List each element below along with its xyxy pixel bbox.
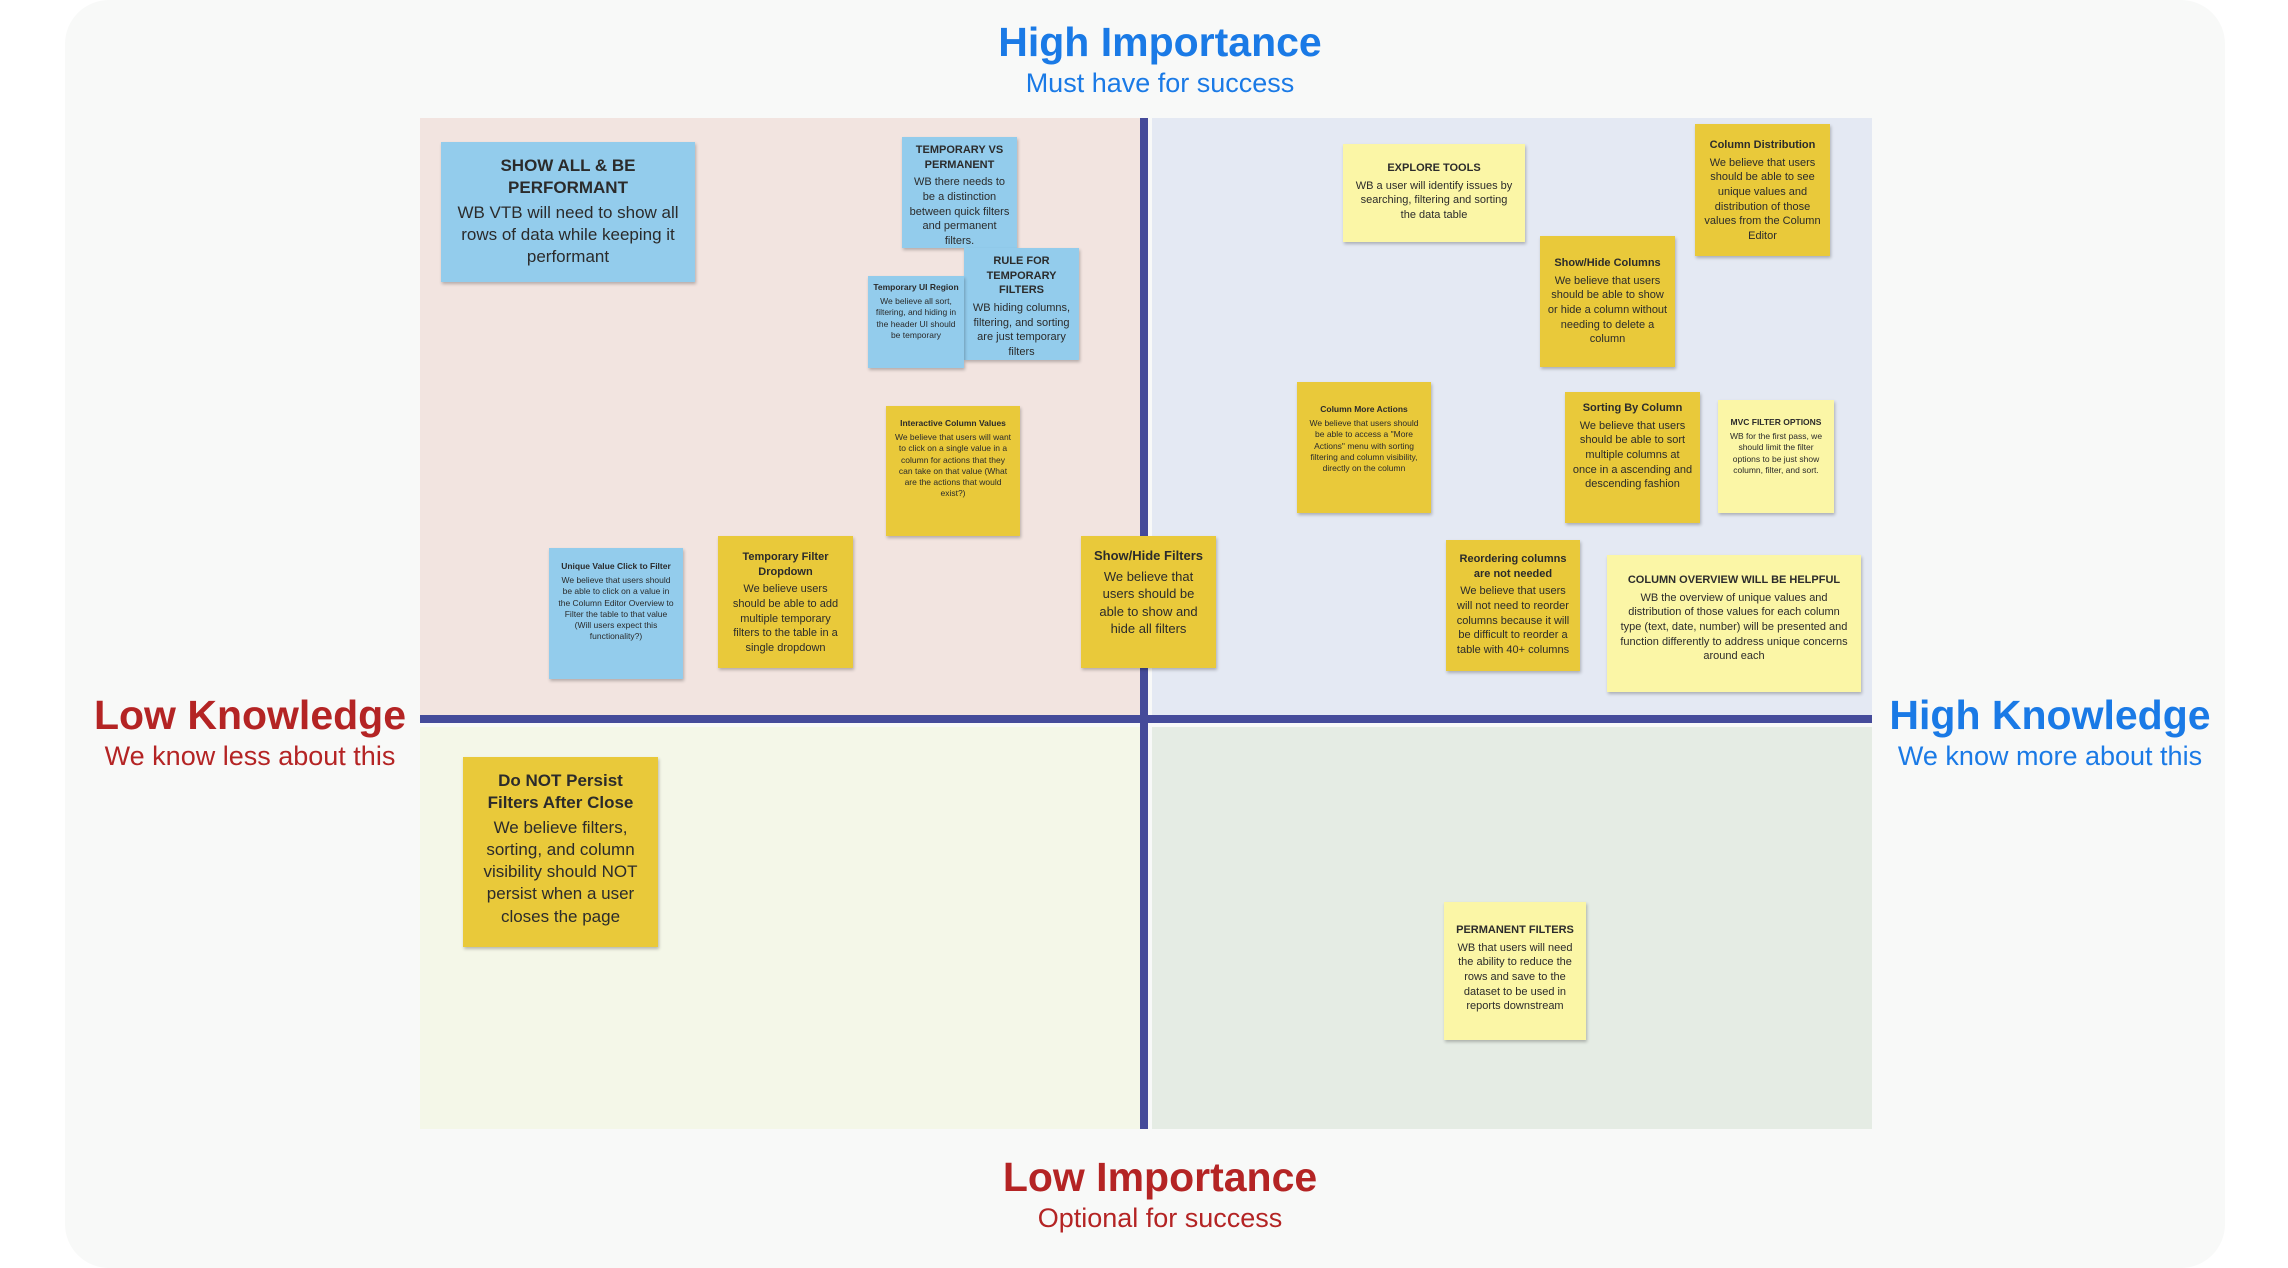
sticky-note-body: We believe all sort, filtering, and hidi… — [875, 296, 957, 340]
sticky-note-title: TEMPORARY VS PERMANENT — [915, 144, 1004, 171]
sticky-note-title: Column More Actions — [1320, 404, 1408, 414]
axis-top-label: High Importance Must have for success — [900, 19, 1420, 99]
sticky-note-body: WB a user will identify issues by search… — [1355, 179, 1513, 221]
sticky-note-title: Unique Value Click to Filter — [561, 561, 671, 571]
axis-bottom-title: Low Importance — [1002, 1154, 1318, 1200]
axis-left-subtitle: We know less about this — [104, 741, 396, 772]
axis-right-label: High Knowledge We know more about this — [1880, 692, 2220, 772]
sticky-note-title: Show/Hide Columns — [1554, 257, 1661, 269]
sticky-note-title: MVC FILTER OPTIONS — [1730, 417, 1822, 427]
sticky-note-mvc-filter-options[interactable]: MVC FILTER OPTIONS WB for the first pass… — [1718, 400, 1834, 513]
sticky-note-body: We believe users should be able to add m… — [732, 583, 839, 654]
sticky-note-rule-temporary-filters[interactable]: RULE FOR TEMPORARY FILTERS WB hiding col… — [964, 248, 1079, 360]
sticky-note-body: We believe that users will want to click… — [894, 432, 1012, 499]
axis-top-title: High Importance — [998, 19, 1322, 65]
sticky-note-permanent-filters[interactable]: PERMANENT FILTERS WB that users will nee… — [1444, 902, 1586, 1040]
axis-left-label: Low Knowledge We know less about this — [80, 692, 420, 772]
sticky-note-body: We believe that users should be able to … — [1547, 274, 1668, 346]
sticky-note-body: WB there needs to be a distinction betwe… — [909, 176, 1010, 247]
sticky-note-interactive-column-values[interactable]: Interactive Column Values We believe tha… — [886, 406, 1020, 536]
sticky-note-title: Temporary UI Region — [873, 282, 959, 292]
sticky-note-column-more-actions[interactable]: Column More Actions We believe that user… — [1297, 382, 1431, 513]
sticky-note-explore-tools[interactable]: EXPLORE TOOLS WB a user will identify is… — [1343, 144, 1525, 242]
sticky-note-body: We believe that users should be able to … — [1099, 568, 1198, 637]
sticky-note-body: WB hiding columns, filtering, and sortin… — [972, 301, 1071, 358]
sticky-note-body: We believe that users should be able to … — [1704, 156, 1821, 242]
sticky-note-temporary-filter-dropdown[interactable]: Temporary Filter Dropdown We believe use… — [718, 536, 853, 668]
sticky-note-title: Do NOT Persist Filters After Close — [487, 771, 634, 813]
sticky-note-body: WB VTB will need to show all rows of dat… — [457, 203, 679, 267]
sticky-note-title: Interactive Column Values — [900, 418, 1006, 428]
sticky-note-column-overview[interactable]: COLUMN OVERVIEW WILL BE HELPFUL WB the o… — [1607, 555, 1861, 692]
sticky-note-title: SHOW ALL & BE PERFORMANT — [500, 156, 636, 198]
sticky-note-unique-value-click-to-filter[interactable]: Unique Value Click to Filter We believe … — [549, 548, 683, 679]
sticky-note-column-distribution[interactable]: Column Distribution We believe that user… — [1695, 124, 1830, 256]
sticky-note-body: WB for the first pass, we should limit t… — [1729, 431, 1823, 475]
sticky-note-title: EXPLORE TOOLS — [1387, 162, 1481, 174]
sticky-note-body: We believe that users should be able to … — [1572, 419, 1693, 491]
sticky-note-title: PERMANENT FILTERS — [1456, 924, 1574, 936]
sticky-note-title: Reordering columns are not needed — [1459, 553, 1567, 580]
sticky-note-title: Show/Hide Filters — [1093, 548, 1204, 563]
axis-bottom-label: Low Importance Optional for success — [900, 1154, 1420, 1234]
sticky-note-title: COLUMN OVERVIEW WILL BE HELPFUL — [1627, 574, 1841, 586]
sticky-note-body: We believe filters, sorting, and column … — [483, 818, 638, 926]
axis-bottom-subtitle: Optional for success — [1037, 1203, 1283, 1234]
sticky-note-title: RULE FOR TEMPORARY FILTERS — [986, 255, 1057, 297]
sticky-note-body: We believe that users will not need to r… — [1456, 585, 1570, 656]
sticky-note-title: Sorting By Column — [1582, 402, 1683, 414]
sticky-note-show-hide-filters[interactable]: Show/Hide Filters We believe that users … — [1081, 536, 1216, 668]
sticky-note-body: We believe that users should be able to … — [1309, 418, 1419, 474]
sticky-note-show-all[interactable]: SHOW ALL & BE PERFORMANT WB VTB will nee… — [441, 142, 695, 282]
sticky-note-body: WB that users will need the ability to r… — [1457, 941, 1573, 1013]
sticky-note-body: WB the overview of unique values and dis… — [1620, 591, 1848, 663]
sticky-note-do-not-persist-filters[interactable]: Do NOT Persist Filters After Close We be… — [463, 757, 658, 947]
axis-top-subtitle: Must have for success — [1025, 68, 1295, 99]
sticky-note-temporary-vs-permanent[interactable]: TEMPORARY VS PERMANENT WB there needs to… — [902, 137, 1017, 248]
sticky-note-show-hide-columns[interactable]: Show/Hide Columns We believe that users … — [1540, 236, 1675, 367]
sticky-note-sorting-by-column[interactable]: Sorting By Column We believe that users … — [1565, 392, 1700, 523]
sticky-note-title: Column Distribution — [1709, 139, 1816, 151]
sticky-note-reordering-columns[interactable]: Reordering columns are not needed We bel… — [1446, 540, 1580, 671]
axis-left-title: Low Knowledge — [93, 692, 407, 738]
sticky-note-body: We believe that users should be able to … — [558, 575, 674, 642]
axis-right-title: High Knowledge — [1889, 692, 2211, 738]
sticky-note-title: Temporary Filter Dropdown — [742, 551, 829, 578]
axis-right-subtitle: We know more about this — [1897, 741, 2203, 772]
horizontal-axis-divider — [420, 715, 1872, 723]
sticky-note-temporary-ui-region[interactable]: Temporary UI Region We believe all sort,… — [868, 276, 964, 368]
